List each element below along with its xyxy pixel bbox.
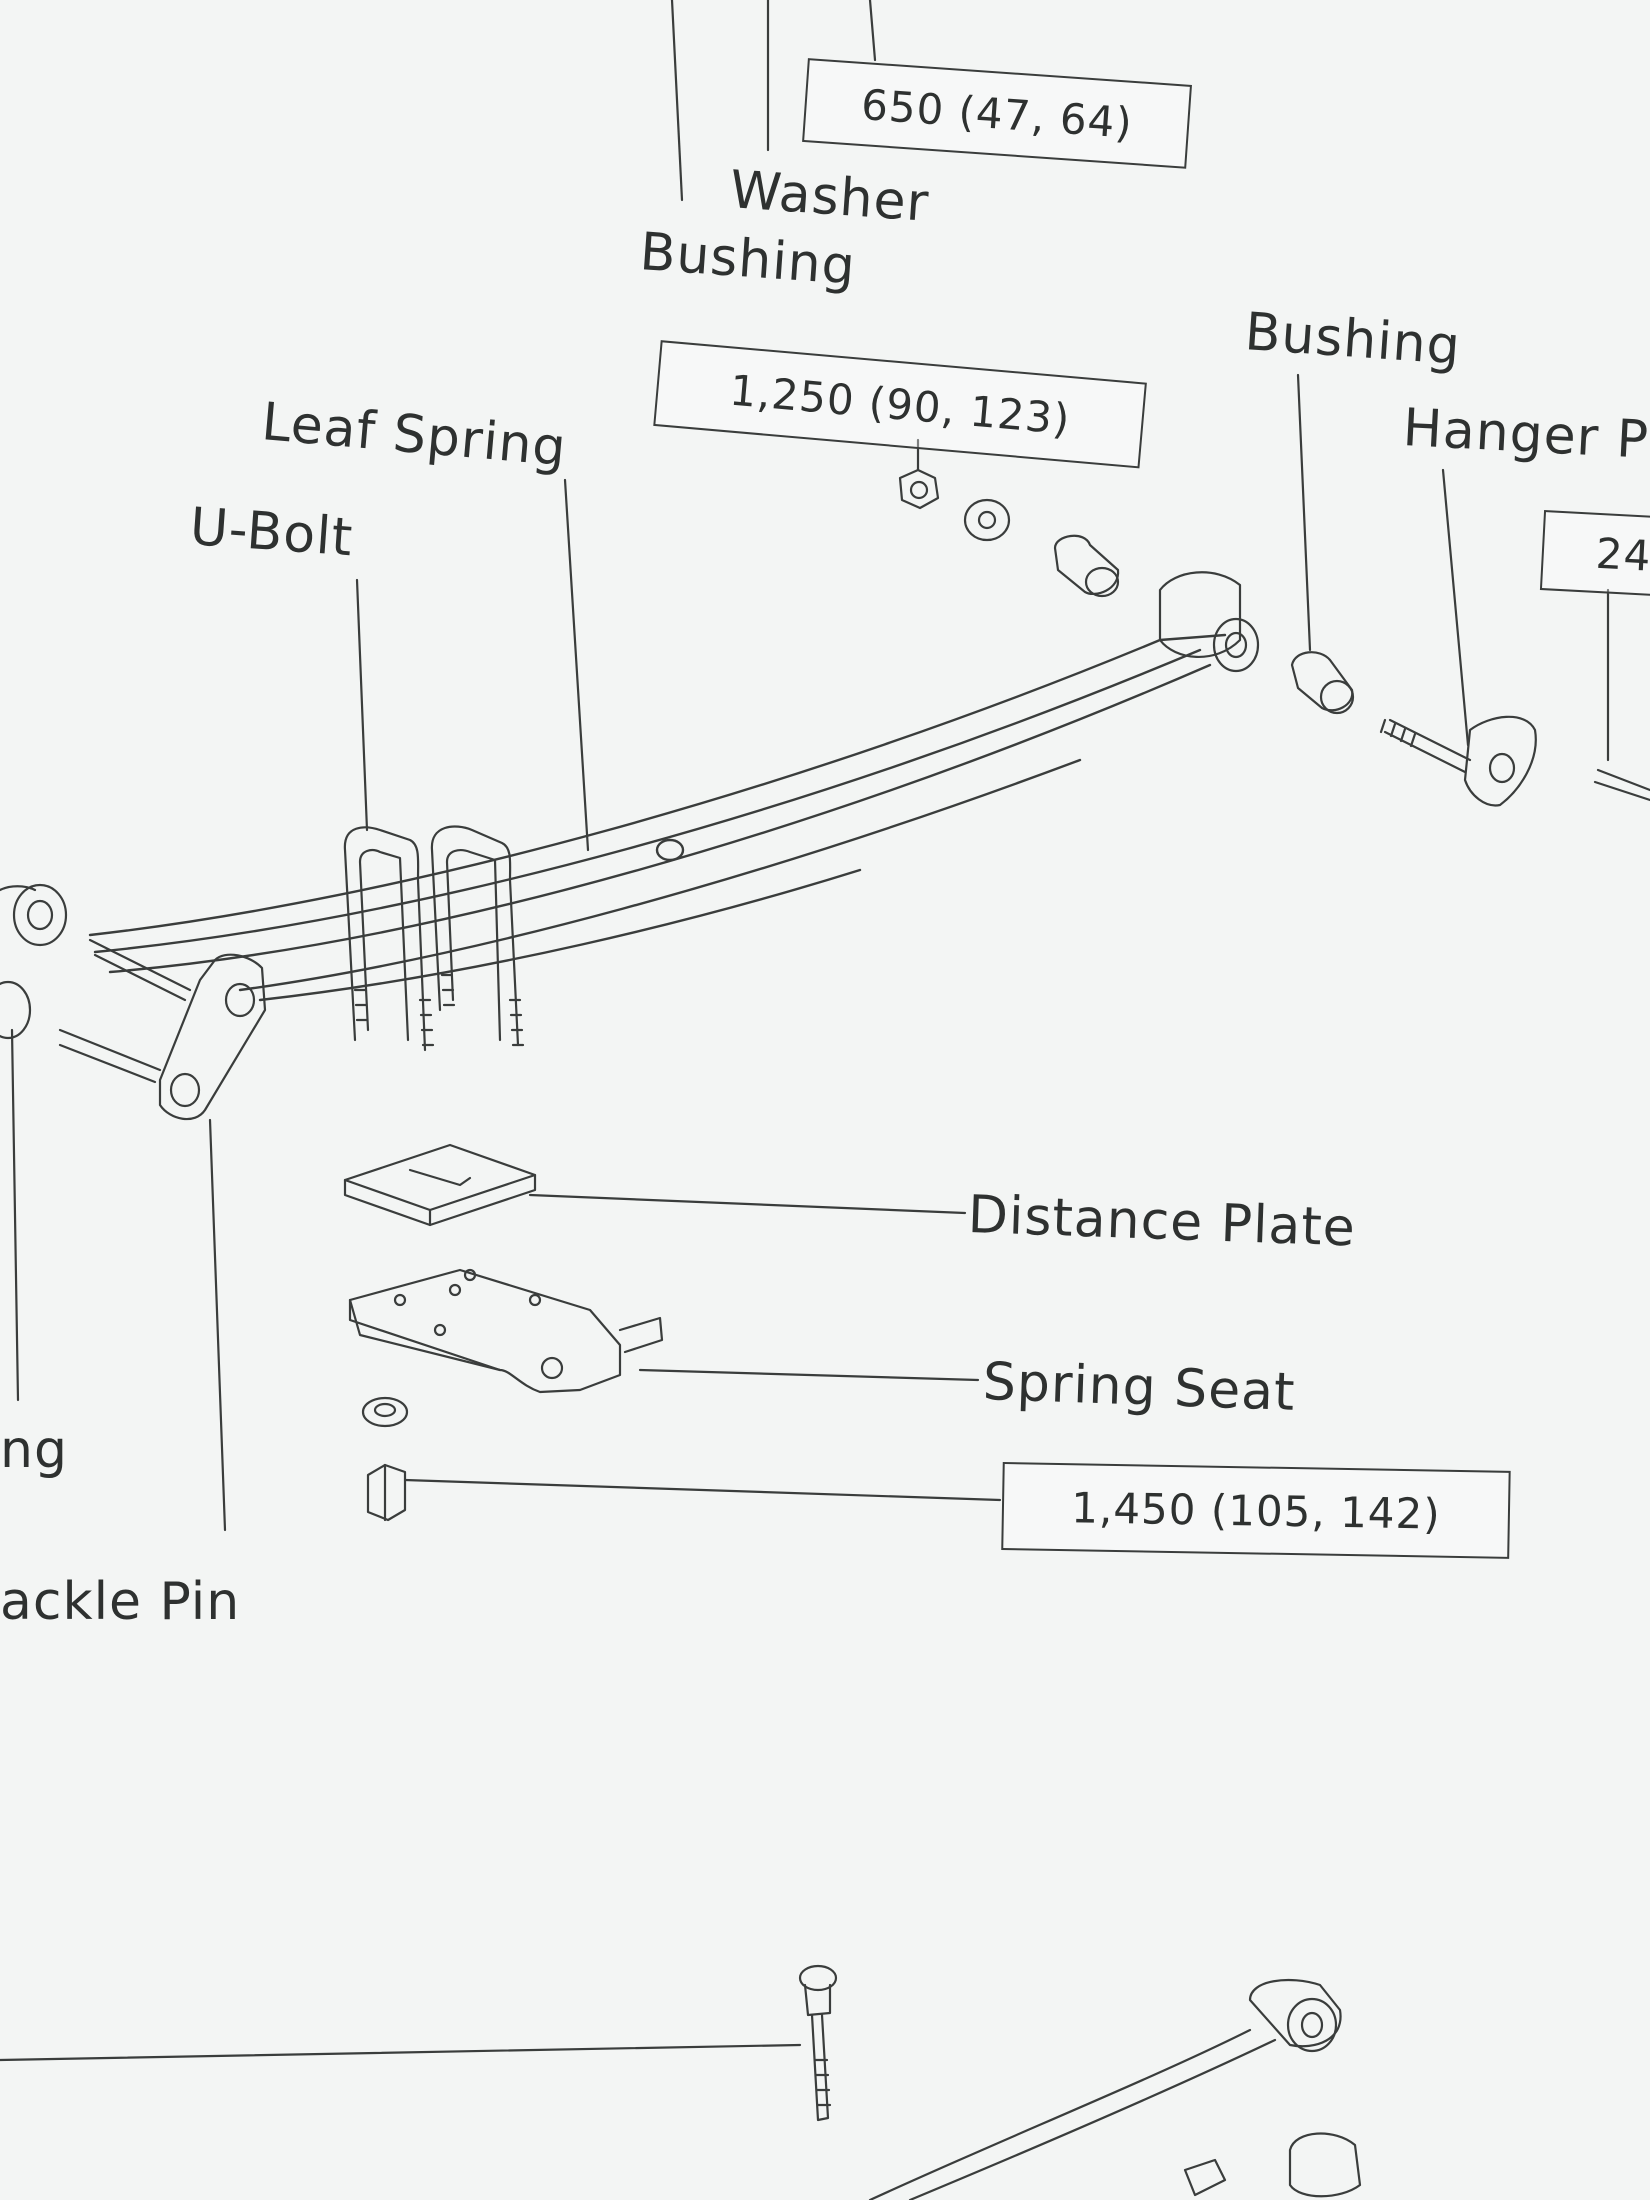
leaf-spring	[88, 633, 1227, 1002]
lower-bolt	[798, 1964, 838, 2122]
leader-leaf-spring	[563, 478, 590, 852]
leader-bushing-up	[670, 0, 684, 202]
leader-u-bolt	[355, 578, 369, 832]
washer-top	[963, 498, 1011, 542]
leader-bushing-left	[10, 1028, 20, 1402]
torque-spring-seat-nut: 1,450 (105, 142)	[1001, 1462, 1511, 1559]
leader-bottom-bolt	[0, 2043, 802, 2062]
leader-distance-plate	[528, 1193, 967, 1215]
hanger-pin	[1379, 715, 1537, 807]
label-u-bolt: U-Bolt	[187, 497, 355, 569]
bushing-left	[0, 883, 68, 1040]
bushing-upper	[1053, 534, 1120, 598]
label-hanger-pin: Hanger P	[1401, 398, 1650, 471]
spring-seat-part	[348, 1268, 664, 1394]
lower-leaf-spring	[868, 1978, 1362, 2200]
label-shackle-pin-partial: ackle Pin	[0, 1572, 241, 1632]
leader-bushing-right	[1296, 373, 1312, 652]
bushing-right	[1290, 651, 1355, 715]
leader-seat-nut	[403, 1478, 1002, 1502]
leader-torque-top	[868, 0, 877, 62]
nut-top	[898, 468, 940, 510]
leader-spring-seat	[638, 1368, 980, 1382]
leader-hanger-pin	[1441, 468, 1470, 747]
u-bolt-right	[430, 825, 525, 1047]
u-bolt-left	[343, 826, 435, 1052]
hanger-pin-2	[1593, 768, 1650, 802]
torque-hanger-partial: 24	[1539, 510, 1650, 598]
nut-bottom	[366, 1463, 407, 1522]
distance-plate-part	[343, 1143, 537, 1227]
label-bushing-left-partial: ng	[0, 1420, 68, 1480]
lock-washer	[361, 1396, 409, 1428]
spring-shackle	[58, 938, 267, 1121]
spring-eye-rear	[1158, 571, 1260, 673]
leader-shackle-pin	[208, 1118, 227, 1532]
label-spring-seat: Spring Seat	[981, 1352, 1297, 1423]
